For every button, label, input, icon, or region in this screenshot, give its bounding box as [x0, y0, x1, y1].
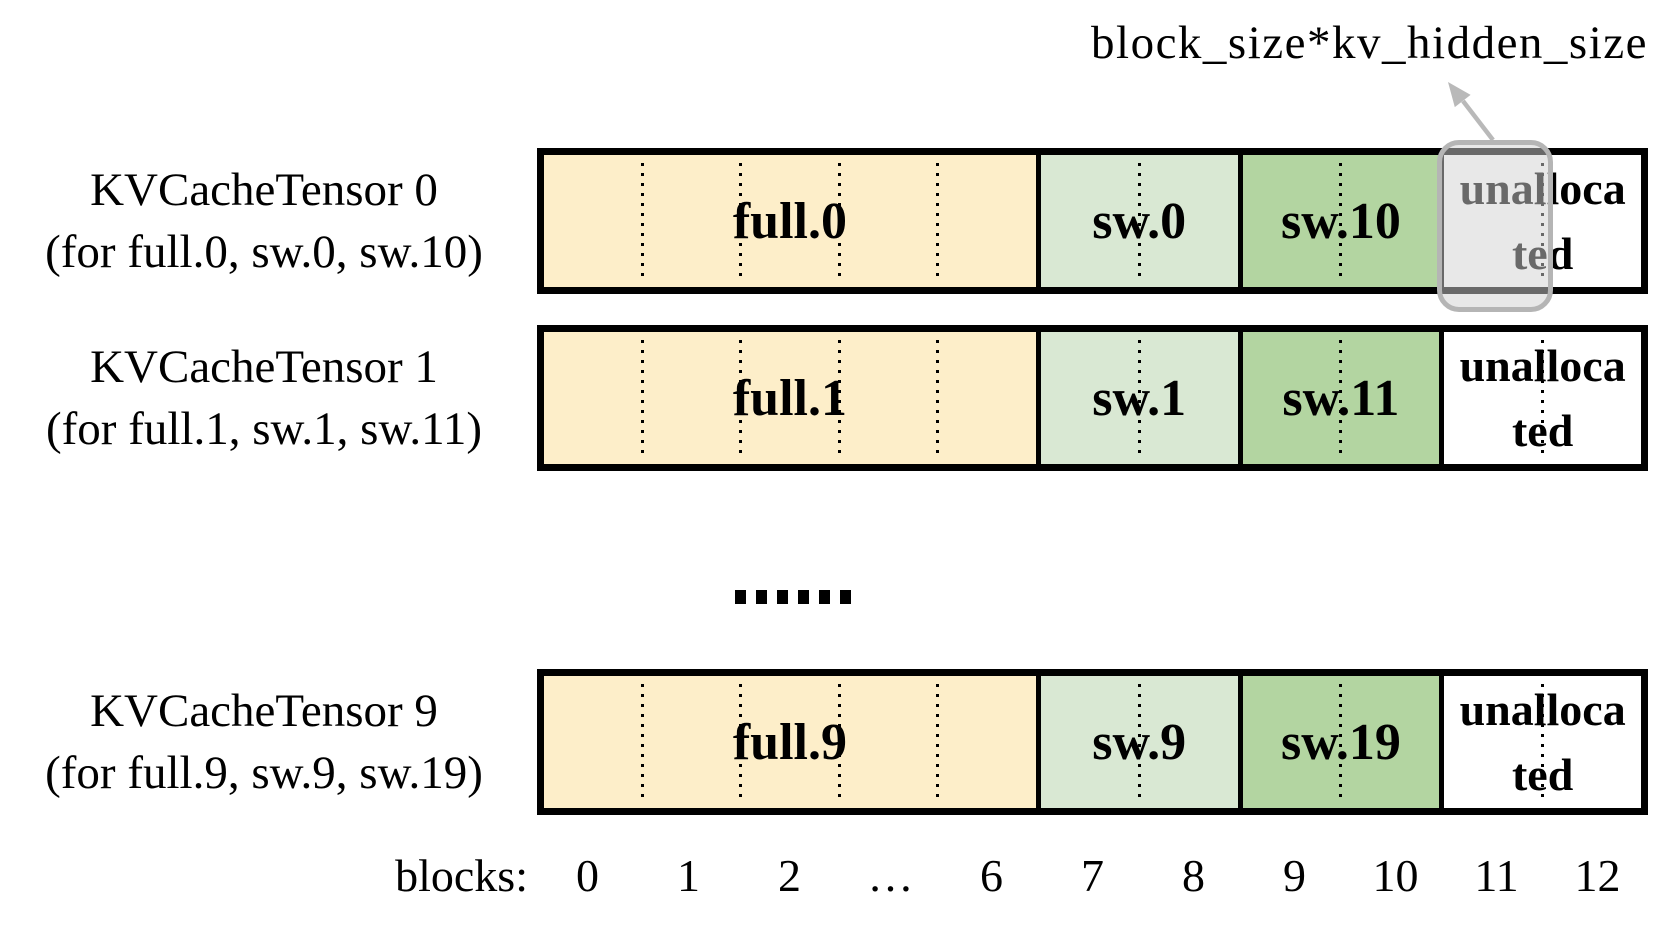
block-divider [935, 340, 939, 456]
block-divider [935, 163, 939, 279]
segment-label: unallocated [1459, 339, 1626, 456]
block-divider [1339, 163, 1343, 279]
tensor-row: KVCacheTensor 1 (for full.1, sw.1, sw.11)… [0, 325, 1676, 471]
segment-label: full.1 [732, 369, 847, 427]
block-divider [935, 684, 939, 800]
tensor-label: KVCacheTensor 9 (for full.9, sw.9, sw.19) [4, 665, 524, 819]
axis-tick: … [867, 850, 914, 901]
tensor-detail: (for full.0, sw.0, sw.10) [45, 226, 483, 278]
segment-full: full.1 [544, 332, 1036, 464]
axis-tick: 10 [1372, 850, 1419, 901]
block-divider [739, 163, 743, 279]
axis-tick: 12 [1574, 850, 1621, 901]
segment-sw-light: sw.1 [1035, 332, 1238, 464]
ellipsis-dot [798, 590, 809, 604]
block-divider [1137, 684, 1141, 800]
axis-tick: 8 [1182, 850, 1205, 901]
ellipsis-dot [735, 590, 746, 604]
axis-tick: 9 [1283, 850, 1306, 901]
segment-label: sw.10 [1280, 192, 1401, 250]
segment-label: unallocated [1459, 683, 1626, 800]
block-divider [1137, 340, 1141, 456]
block-divider [1339, 684, 1343, 800]
block-divider [1541, 340, 1545, 456]
tensor-name: KVCacheTensor 0 [90, 163, 438, 216]
segment-sw-light: sw.0 [1035, 155, 1238, 287]
block-divider [837, 163, 841, 279]
axis-tick: 7 [1081, 850, 1104, 901]
axis-tick: 0 [576, 850, 599, 901]
segment-label: sw.19 [1280, 713, 1401, 771]
segment-sw-dark: sw.11 [1237, 332, 1440, 464]
tensor-label: KVCacheTensor 0 (for full.0, sw.0, sw.10) [4, 144, 524, 298]
tensor-bar: full.1 sw.1 sw.11 unallocated [537, 325, 1648, 471]
segment-sw-light: sw.9 [1035, 676, 1238, 808]
annotation-arrow-icon [1448, 82, 1495, 142]
arrow-head [1448, 82, 1471, 108]
block-divider [837, 684, 841, 800]
annotation-label: block_size*kv_hidden_size [1091, 17, 1648, 69]
axis-tick: 11 [1474, 850, 1519, 901]
segment-label: full.9 [732, 713, 847, 771]
block-divider [640, 684, 644, 800]
block-divider [640, 340, 644, 456]
tensor-row: KVCacheTensor 9 (for full.9, sw.9, sw.19)… [0, 669, 1676, 815]
tensor-name: KVCacheTensor 1 [90, 340, 438, 393]
ellipsis-dot [819, 590, 830, 604]
ellipsis-dots [735, 590, 851, 604]
highlighted-block [1437, 140, 1553, 312]
ellipsis-dot [777, 590, 788, 604]
block-divider [739, 340, 743, 456]
arrow-line [1461, 99, 1495, 142]
segment-sw-dark: sw.10 [1237, 155, 1440, 287]
ellipsis-dot [756, 590, 767, 604]
tensor-detail: (for full.1, sw.1, sw.11) [46, 403, 482, 455]
block-divider [640, 163, 644, 279]
tensor-name: KVCacheTensor 9 [90, 684, 438, 737]
axis-tick: 2 [778, 850, 801, 901]
ellipsis-dot [840, 590, 851, 604]
axis-tick: 6 [980, 850, 1003, 901]
segment-label: full.0 [732, 192, 847, 250]
segment-full: full.0 [544, 155, 1036, 287]
tensor-row: KVCacheTensor 0 (for full.0, sw.0, sw.10)… [0, 140, 1676, 312]
block-divider [837, 340, 841, 456]
tensor-bar: full.9 sw.9 sw.19 unallocated [537, 669, 1648, 815]
segment-unallocated: unallocated [1439, 676, 1642, 808]
block-divider [1339, 340, 1343, 456]
segment-label: sw.0 [1092, 192, 1187, 250]
segment-full: full.9 [544, 676, 1036, 808]
tensor-bar: full.0sw.0sw.10unallocated [537, 140, 1648, 312]
tensor-detail: (for full.9, sw.9, sw.19) [45, 747, 483, 799]
block-divider [1541, 684, 1545, 800]
segment-label: sw.11 [1282, 369, 1400, 427]
block-divider [1137, 163, 1141, 279]
segment-label: sw.1 [1092, 369, 1187, 427]
segment-unallocated: unallocated [1439, 332, 1642, 464]
segment-label: sw.9 [1092, 713, 1187, 771]
blocks-axis-label: blocks: [395, 850, 528, 901]
axis-tick: 1 [677, 850, 700, 901]
block-divider [739, 684, 743, 800]
tensor-label: KVCacheTensor 1 (for full.1, sw.1, sw.11) [4, 321, 524, 475]
segment-sw-dark: sw.19 [1237, 676, 1440, 808]
